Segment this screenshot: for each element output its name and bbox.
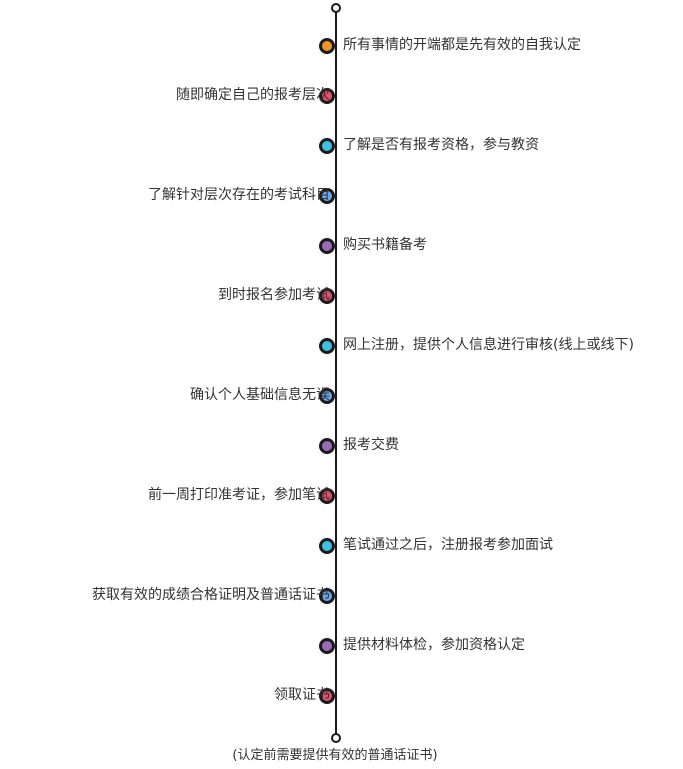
timeline-step-11: 笔试通过之后，注册报考参加面试 (0, 536, 683, 556)
step-label: 确认个人基础信息无误 (190, 387, 330, 403)
footnote: (认定前需要提供有效的普通话证书) (232, 748, 438, 763)
timeline-start-marker (331, 3, 341, 13)
step-label: 网上注册，提供个人信息进行审核(线上或线下) (343, 337, 634, 353)
timeline-end-marker (331, 733, 341, 743)
step-marker-dot (319, 638, 335, 654)
timeline-step-10: 前一周打印准考证，参加笔试 (0, 486, 683, 506)
timeline-step-8: 确认个人基础信息无误 (0, 386, 683, 406)
timeline-step-7: 网上注册，提供个人信息进行审核(线上或线下) (0, 336, 683, 356)
step-marker-dot (319, 238, 335, 254)
timeline-step-13: 提供材料体检，参加资格认定 (0, 636, 683, 656)
step-marker-dot (319, 538, 335, 554)
step-marker-dot (319, 88, 335, 104)
step-marker-dot (319, 388, 335, 404)
timeline-step-1: 所有事情的开端都是先有效的自我认定 (0, 36, 683, 56)
step-label: 购买书籍备考 (343, 237, 427, 253)
step-marker-dot (319, 138, 335, 154)
step-label: 了解针对层次存在的考试科目 (148, 187, 330, 203)
timeline-spine (335, 12, 337, 736)
timeline-step-5: 购买书籍备考 (0, 236, 683, 256)
step-marker-dot (319, 488, 335, 504)
step-label: 随即确定自己的报考层次 (176, 87, 330, 103)
step-marker-dot (319, 188, 335, 204)
step-label: 提供材料体检，参加资格认定 (343, 637, 525, 653)
timeline-step-3: 了解是否有报考资格，参与教资 (0, 136, 683, 156)
step-marker-dot (319, 338, 335, 354)
timeline-step-6: 到时报名参加考试 (0, 286, 683, 306)
timeline-step-12: 获取有效的成绩合格证明及普通话证书 (0, 586, 683, 606)
timeline-step-2: 随即确定自己的报考层次 (0, 86, 683, 106)
step-marker-dot (319, 38, 335, 54)
step-label: 了解是否有报考资格，参与教资 (343, 137, 539, 153)
step-label: 所有事情的开端都是先有效的自我认定 (343, 37, 581, 53)
timeline-step-14: 领取证书 (0, 686, 683, 706)
step-label: 前一周打印准考证，参加笔试 (148, 487, 330, 503)
step-marker-dot (319, 588, 335, 604)
step-label: 获取有效的成绩合格证明及普通话证书 (92, 587, 330, 603)
step-marker-dot (319, 288, 335, 304)
step-marker-dot (319, 688, 335, 704)
step-marker-dot (319, 438, 335, 454)
timeline-step-4: 了解针对层次存在的考试科目 (0, 186, 683, 206)
step-label: 笔试通过之后，注册报考参加面试 (343, 537, 553, 553)
step-label: 领取证书 (274, 687, 330, 703)
step-label: 报考交费 (343, 437, 399, 453)
timeline-step-9: 报考交费 (0, 436, 683, 456)
step-label: 到时报名参加考试 (218, 287, 330, 303)
